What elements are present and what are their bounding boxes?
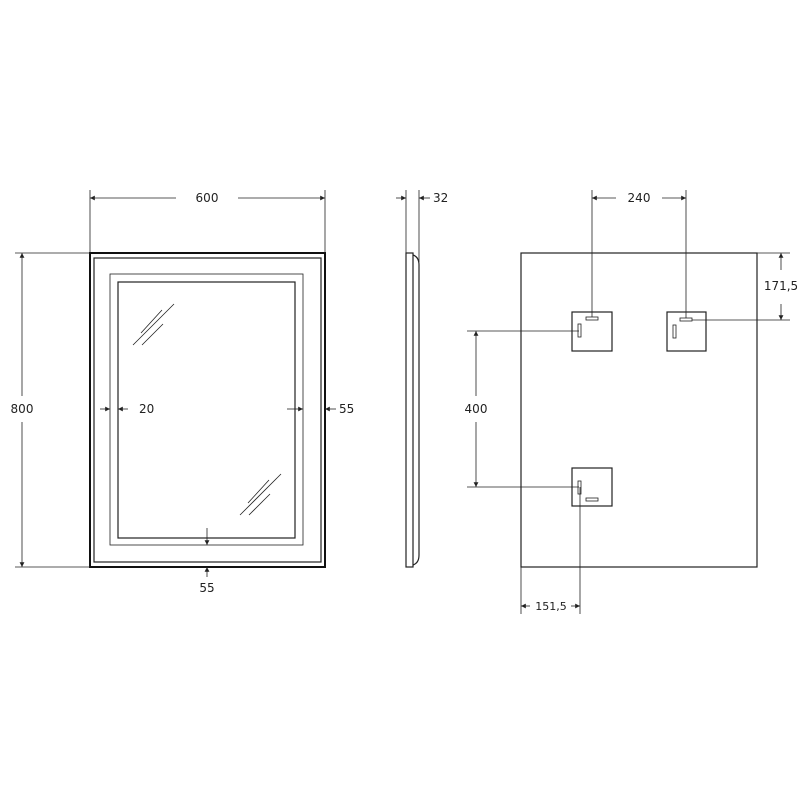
inner-gap-dimension: 20 [139, 402, 154, 416]
mounting-bracket-top-left [571, 311, 613, 352]
glass-reflection-icon [132, 303, 282, 516]
side-view: 32 [396, 190, 448, 568]
mounting-bracket-top-right [666, 311, 707, 352]
bracket-spacing-dimension: 240 [628, 191, 651, 205]
back-panel [520, 252, 758, 568]
back-view: 240 171,5 400 151,5 [465, 190, 798, 614]
height-dimension: 800 [11, 402, 34, 416]
mirror-inner-border [93, 257, 322, 563]
bottom-margin-dimension: 55 [199, 581, 214, 595]
side-profile-back [412, 254, 420, 566]
left-offset-dimension: 151,5 [535, 600, 567, 613]
front-view: 600 800 20 55 55 [11, 190, 354, 595]
top-offset-dimension: 171,5 [764, 279, 798, 293]
vertical-spacing-dimension: 400 [465, 402, 488, 416]
width-dimension: 600 [196, 191, 219, 205]
led-strip-frame [109, 273, 304, 546]
side-profile [405, 252, 414, 568]
depth-dimension: 32 [433, 191, 448, 205]
mirror-outer-frame [89, 252, 326, 568]
side-margin-dimension: 55 [339, 402, 354, 416]
